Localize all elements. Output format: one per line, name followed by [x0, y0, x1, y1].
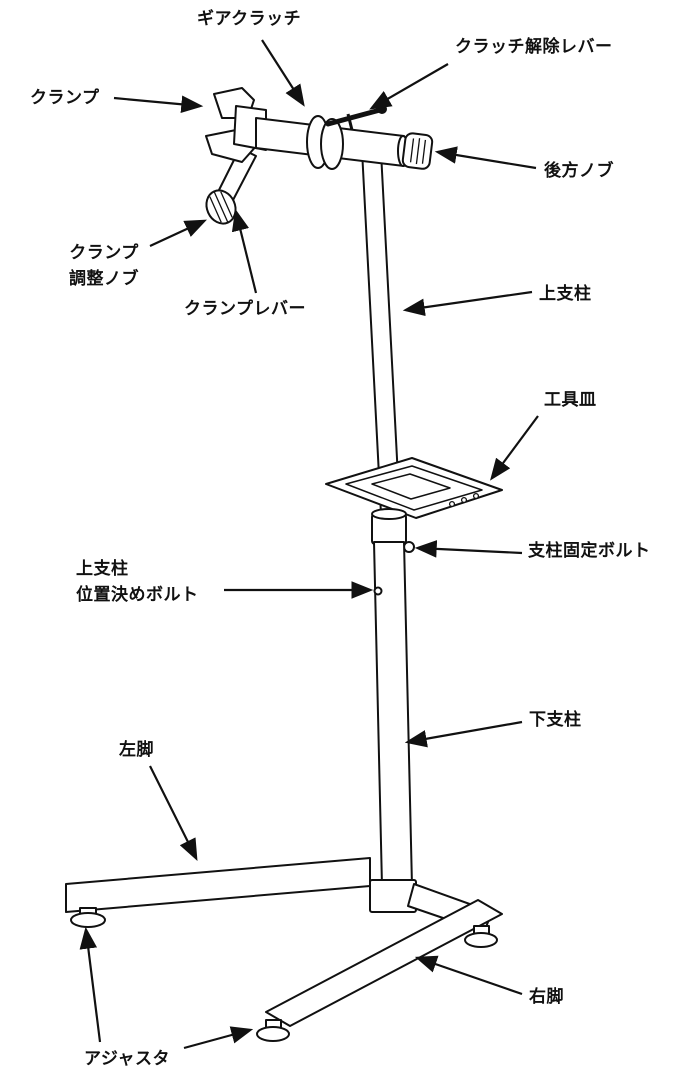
- arrow-clamp-lever: [231, 208, 258, 294]
- right-adjuster-foot-shape: [464, 932, 498, 948]
- arrow-left-leg: [149, 765, 198, 861]
- label-lower-post: 下支柱: [529, 710, 582, 729]
- arrow-clutch-release-lever: [369, 63, 449, 110]
- arrow-gear-clutch: [261, 39, 305, 107]
- right-leg-shape: [265, 899, 503, 1027]
- label-clamp-adjust-knob-line1: クランプ: [69, 243, 139, 262]
- post-fixing-bolt-shape: [403, 541, 415, 553]
- left-leg-shape: [65, 857, 371, 913]
- arrow-upper-post: [402, 290, 533, 317]
- clutch-release-lever-shape: [325, 107, 383, 127]
- arrow-tool-tray: [490, 415, 539, 481]
- label-right-leg: 右脚: [529, 987, 564, 1006]
- label-positioning-bolt: 上支柱 位置決めボルト: [76, 556, 199, 607]
- stand-line-art: [65, 87, 503, 1042]
- label-left-leg: 左脚: [119, 740, 154, 759]
- upper-post-shape: [361, 149, 401, 517]
- arrow-right-leg: [414, 955, 523, 996]
- label-gear-clutch: ギアクラッチ: [197, 9, 302, 28]
- label-rear-knob: 後方ノブ: [544, 161, 614, 180]
- label-adjuster: アジャスタ: [84, 1049, 170, 1068]
- arrow-clamp: [113, 95, 204, 114]
- label-clamp-lever: クランプレバー: [184, 299, 306, 318]
- label-positioning-bolt-line1: 上支柱: [76, 559, 129, 578]
- label-post-fixing-bolt: 支柱固定ボルト: [528, 541, 651, 560]
- arrow-adjuster-front: [183, 1026, 254, 1050]
- label-clamp-adjust-knob-line2: 調整ノブ: [69, 268, 139, 288]
- label-clamp-adjust-knob: クランプ 調整ノブ: [58, 240, 150, 291]
- label-clamp: クランプ: [30, 88, 100, 107]
- label-positioning-bolt-line2: 位置決めボルト: [76, 584, 199, 604]
- positioning-bolt-shape: [373, 586, 383, 596]
- arrow-adjuster-left: [79, 926, 102, 1043]
- front-adjuster-foot-shape: [256, 1026, 290, 1042]
- label-clutch-release-lever: クラッチ解除レバー: [455, 37, 613, 56]
- arrow-rear-knob: [434, 146, 537, 170]
- arrow-post-fixing-bolt: [414, 540, 523, 558]
- label-upper-post: 上支柱: [539, 284, 592, 303]
- arrow-clamp-adjust-knob: [149, 219, 207, 247]
- left-adjuster-foot-shape: [70, 912, 106, 928]
- arrow-lower-post: [404, 720, 523, 748]
- callout-arrows: [79, 39, 539, 1050]
- label-tool-tray: 工具皿: [544, 390, 597, 409]
